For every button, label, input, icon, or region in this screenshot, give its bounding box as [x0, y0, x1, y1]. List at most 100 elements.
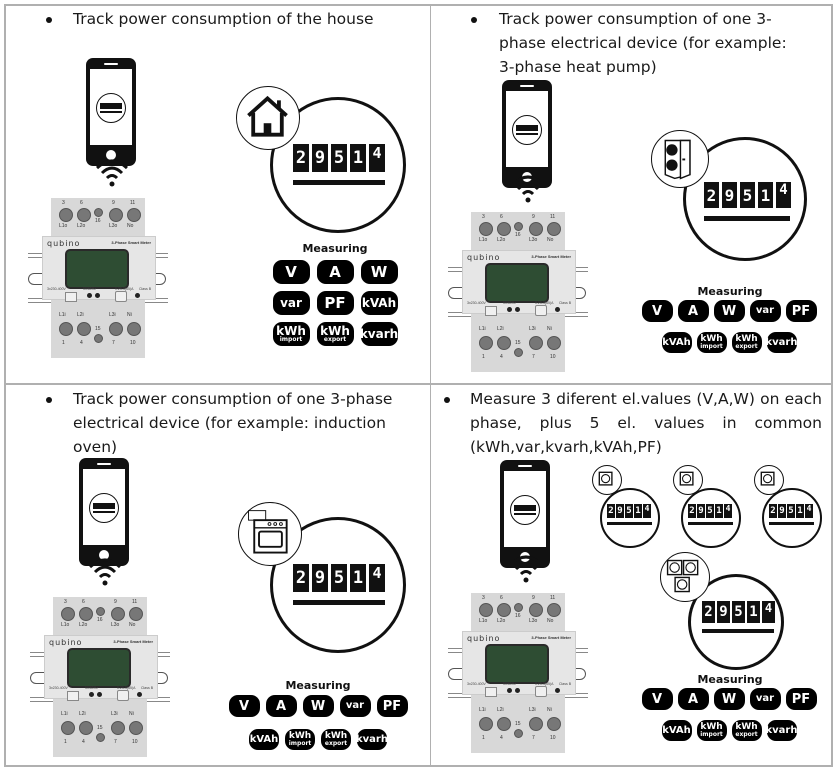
- terminal-screw: [111, 721, 125, 735]
- counter-digits: 2 9 5 1 4: [704, 182, 791, 208]
- terminal-number: 10: [550, 735, 556, 741]
- measuring-title: Measuring: [302, 242, 368, 255]
- terminal-screw: [497, 603, 511, 617]
- device-icon-circle: [236, 86, 300, 150]
- terminal-label: L1i: [59, 312, 66, 318]
- measure-pill-pf: PF: [316, 291, 354, 315]
- model-label: 3-Phase Smart Meter: [111, 240, 151, 245]
- terminal-screw: [529, 717, 543, 731]
- spec-class: Class B: [559, 301, 572, 305]
- terminal-screw: [79, 607, 93, 621]
- measure-sublabel: export: [324, 740, 348, 747]
- meter-key-button: [65, 292, 77, 302]
- terminal-label: L3o: [529, 237, 538, 243]
- terminal-screw: [61, 721, 75, 735]
- measure-label: var: [755, 693, 775, 704]
- terminal-screw: [547, 222, 561, 236]
- meter-prog-button: [535, 305, 547, 316]
- terminal-label: L1i: [61, 711, 68, 717]
- terminal-number: 4: [500, 735, 503, 741]
- brand-logo: qubino: [47, 239, 81, 248]
- terminal-label: L3i: [529, 707, 536, 713]
- bullet: [444, 397, 450, 403]
- spec-class: Class B: [139, 287, 152, 291]
- spec-current: 0.25-5(65)A: [535, 682, 554, 686]
- measure-label: kvarh: [356, 733, 388, 745]
- measure-label: V: [651, 691, 663, 707]
- counter-ruler: [688, 522, 733, 525]
- terminal-screw: [111, 607, 125, 621]
- terminal-number: 3: [482, 214, 485, 220]
- measure-label: kWh: [276, 324, 306, 338]
- meter-key-button: [485, 687, 497, 697]
- counter-ruler: [293, 180, 385, 185]
- terminal-number: 11: [130, 200, 136, 206]
- led-indicator: [555, 307, 560, 312]
- terminal-screw: [77, 208, 91, 222]
- device-icon-circle: [651, 130, 709, 188]
- induction-oven-icon: [248, 510, 288, 554]
- measure-label: PF: [382, 698, 402, 714]
- terminal-screw: [129, 721, 143, 735]
- measure-label: kWh: [288, 731, 312, 741]
- counter-digit: 2: [688, 504, 696, 518]
- terminal-label: Ni: [547, 707, 552, 713]
- phone-icon: [500, 460, 550, 568]
- terminal-screw: [127, 322, 141, 336]
- measure-pill-kvah: kVAh: [661, 332, 692, 353]
- measure-label: var: [345, 700, 365, 711]
- measure-pill-kvah: kVAh: [360, 291, 398, 315]
- terminal-label: Ni: [547, 326, 552, 332]
- terminal-screw: [61, 607, 75, 621]
- measure-label: kVAh: [249, 733, 279, 745]
- measure-pill-a: A: [265, 695, 297, 717]
- terminal-label: L2o: [497, 237, 506, 243]
- bullet: [46, 17, 52, 23]
- counter-ruler: [607, 522, 652, 525]
- terminal-number: 1: [482, 354, 485, 360]
- terminal-label: L1o: [61, 622, 70, 628]
- counter-digit: 9: [778, 504, 786, 518]
- socket-icon-circle: [754, 465, 784, 495]
- terminal-screw: [497, 222, 511, 236]
- measure-sublabel: export: [323, 336, 347, 343]
- led-indicator: [555, 688, 560, 693]
- counter-digits: 2 9 5 1 4: [702, 601, 775, 623]
- wifi-icon: [88, 558, 122, 586]
- measure-label: V: [238, 698, 250, 714]
- grid-divider-horizontal: [4, 383, 833, 385]
- grid-divider-vertical: [430, 4, 431, 767]
- counter-ruler: [769, 522, 814, 525]
- device-icon-circle: [238, 502, 302, 566]
- model-label: 3-Phase Smart Meter: [531, 635, 571, 640]
- bullet: [471, 17, 477, 23]
- brand-logo: qubino: [467, 634, 501, 643]
- terminal-label: L2o: [79, 622, 88, 628]
- cell-text: Track power consumption of one 3-phase e…: [73, 390, 393, 456]
- measure-pill-w: W: [360, 260, 398, 284]
- measure-pill-v: V: [641, 300, 673, 322]
- terminal-screw: [547, 336, 561, 350]
- led-indicator: [507, 307, 512, 312]
- spec-class: Class B: [559, 682, 572, 686]
- measure-pill-v: V: [641, 688, 673, 710]
- aux-terminal: [514, 222, 523, 231]
- measure-label: PF: [791, 303, 811, 319]
- terminal-number: 3: [64, 599, 67, 605]
- measure-pill-w: W: [713, 688, 745, 710]
- aux-terminal: [94, 334, 103, 343]
- measure-label: kVAh: [662, 336, 691, 348]
- measure-pill-kvarh: kvarh: [360, 322, 398, 346]
- terminal-screw: [479, 336, 493, 350]
- aux-terminal: [94, 208, 103, 217]
- aux-terminal: [514, 729, 523, 738]
- measure-label: kVAh: [361, 296, 397, 310]
- spec-current: 0.25-5(65)A: [535, 301, 554, 305]
- aux-number: 15: [95, 326, 101, 332]
- counter-digit: 4: [724, 504, 732, 518]
